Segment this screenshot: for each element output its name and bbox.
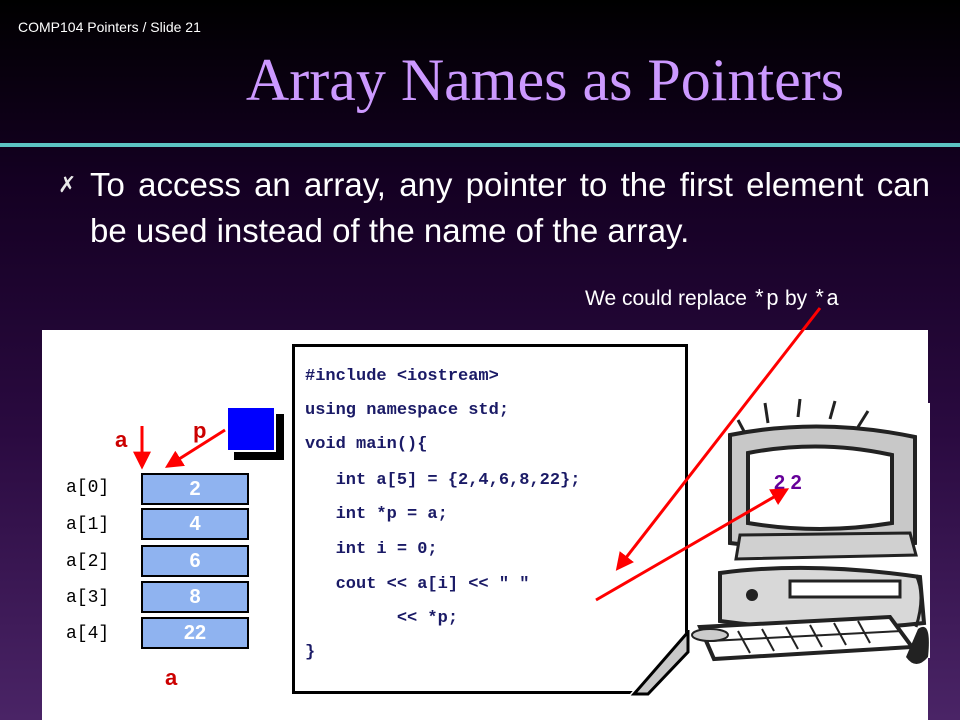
- array-index-2: a[2]: [66, 552, 110, 572]
- array-cell-0: 2: [141, 473, 249, 505]
- code-line-3: void main(){: [305, 435, 428, 454]
- array-cell-2: 6: [141, 545, 249, 577]
- x-bullet-icon: ✗: [58, 172, 77, 197]
- slide-header: COMP104 Pointers / Slide 21: [18, 19, 201, 35]
- code-line-1: #include <iostream>: [305, 367, 499, 386]
- array-cell-1: 4: [141, 508, 249, 540]
- array-cell-4: 22: [141, 617, 249, 649]
- code-line-8: << *p;: [305, 609, 459, 628]
- note-code-to: *a: [812, 287, 840, 312]
- note-prefix: We could replace: [585, 287, 753, 310]
- note-code-from: *p: [752, 287, 780, 312]
- program-output: 2 2: [774, 472, 802, 494]
- code-line-2: using namespace std;: [305, 401, 510, 420]
- array-name-label-bottom: a: [165, 665, 178, 690]
- array-name-label-top: a: [115, 427, 128, 452]
- code-line-5: int *p = a;: [305, 505, 448, 524]
- code-line-7: cout << a[i] << " ": [305, 575, 530, 594]
- code-box: #include <iostream> using namespace std;…: [292, 344, 688, 694]
- array-index-3: a[3]: [66, 588, 110, 608]
- pointer-box: [226, 406, 276, 452]
- bullet-text: To access an array, any pointer to the f…: [90, 166, 930, 249]
- computer-icon: [691, 398, 930, 664]
- array-index-0: a[0]: [66, 478, 110, 498]
- code-line-6: int i = 0;: [305, 540, 438, 559]
- slide-title: Array Names as Pointers: [245, 47, 845, 113]
- code-line-9: }: [305, 643, 316, 662]
- array-index-1: a[1]: [66, 515, 110, 535]
- pointer-name-label: p: [193, 418, 207, 443]
- page-fold-icon: [630, 630, 690, 696]
- title-divider: [0, 143, 960, 147]
- array-index-4: a[4]: [66, 624, 110, 644]
- replace-note: We could replace *p by *a: [585, 287, 839, 312]
- note-middle: by: [779, 287, 813, 310]
- code-line-4: int a[5] = {2,4,6,8,22};: [305, 471, 581, 490]
- array-cell-3: 8: [141, 581, 249, 613]
